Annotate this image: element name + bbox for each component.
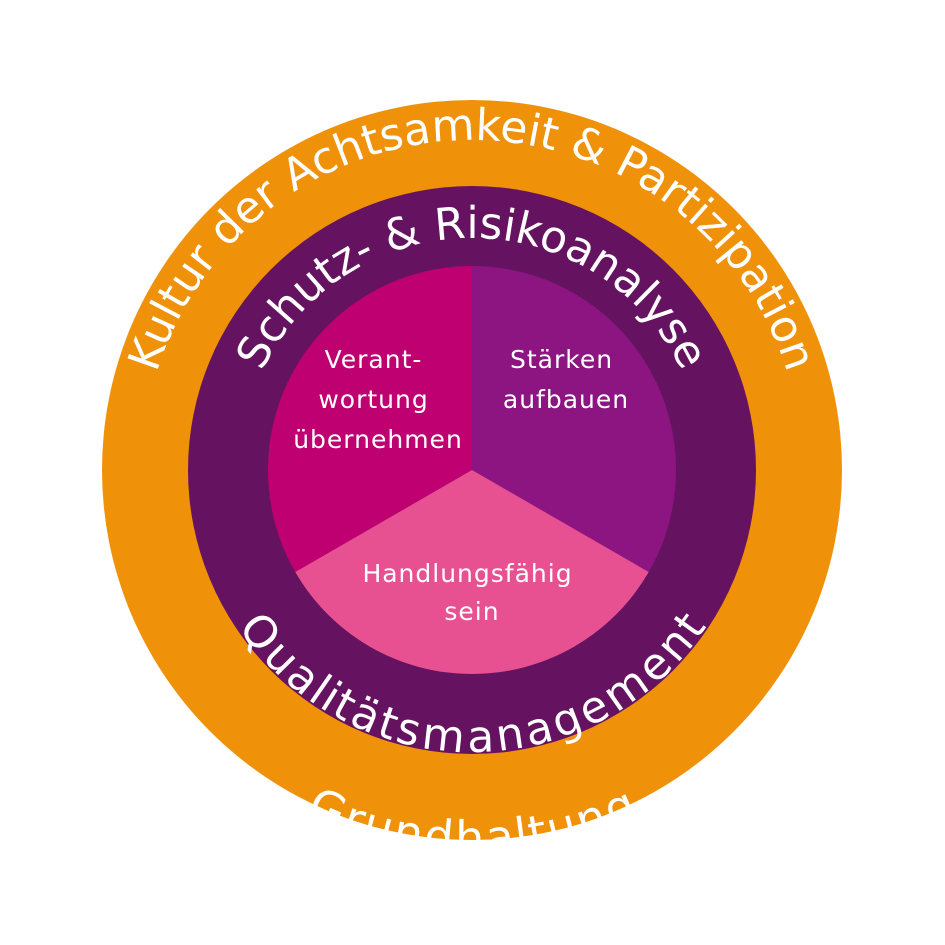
segment-left-line: übernehmen [293, 425, 463, 454]
segment-bottom-line: sein [444, 597, 499, 626]
segment-left-label: Verant- wortung übernehmen [293, 345, 463, 454]
segment-left [267, 266, 472, 572]
segment-left-line: wortung [318, 385, 428, 414]
segment-bottom-line: Handlungsfähig [362, 559, 572, 588]
segment-left-line: Verant- [325, 345, 423, 374]
segment-right-line: aufbauen [503, 385, 629, 414]
segment-bottom [295, 470, 649, 675]
segment-right-line: Stärken [510, 345, 613, 374]
segment-right [472, 266, 677, 572]
segment-bottom-label: Handlungsfähig sein [362, 559, 581, 626]
segment-right-label: Stärken aufbauen [503, 345, 629, 414]
